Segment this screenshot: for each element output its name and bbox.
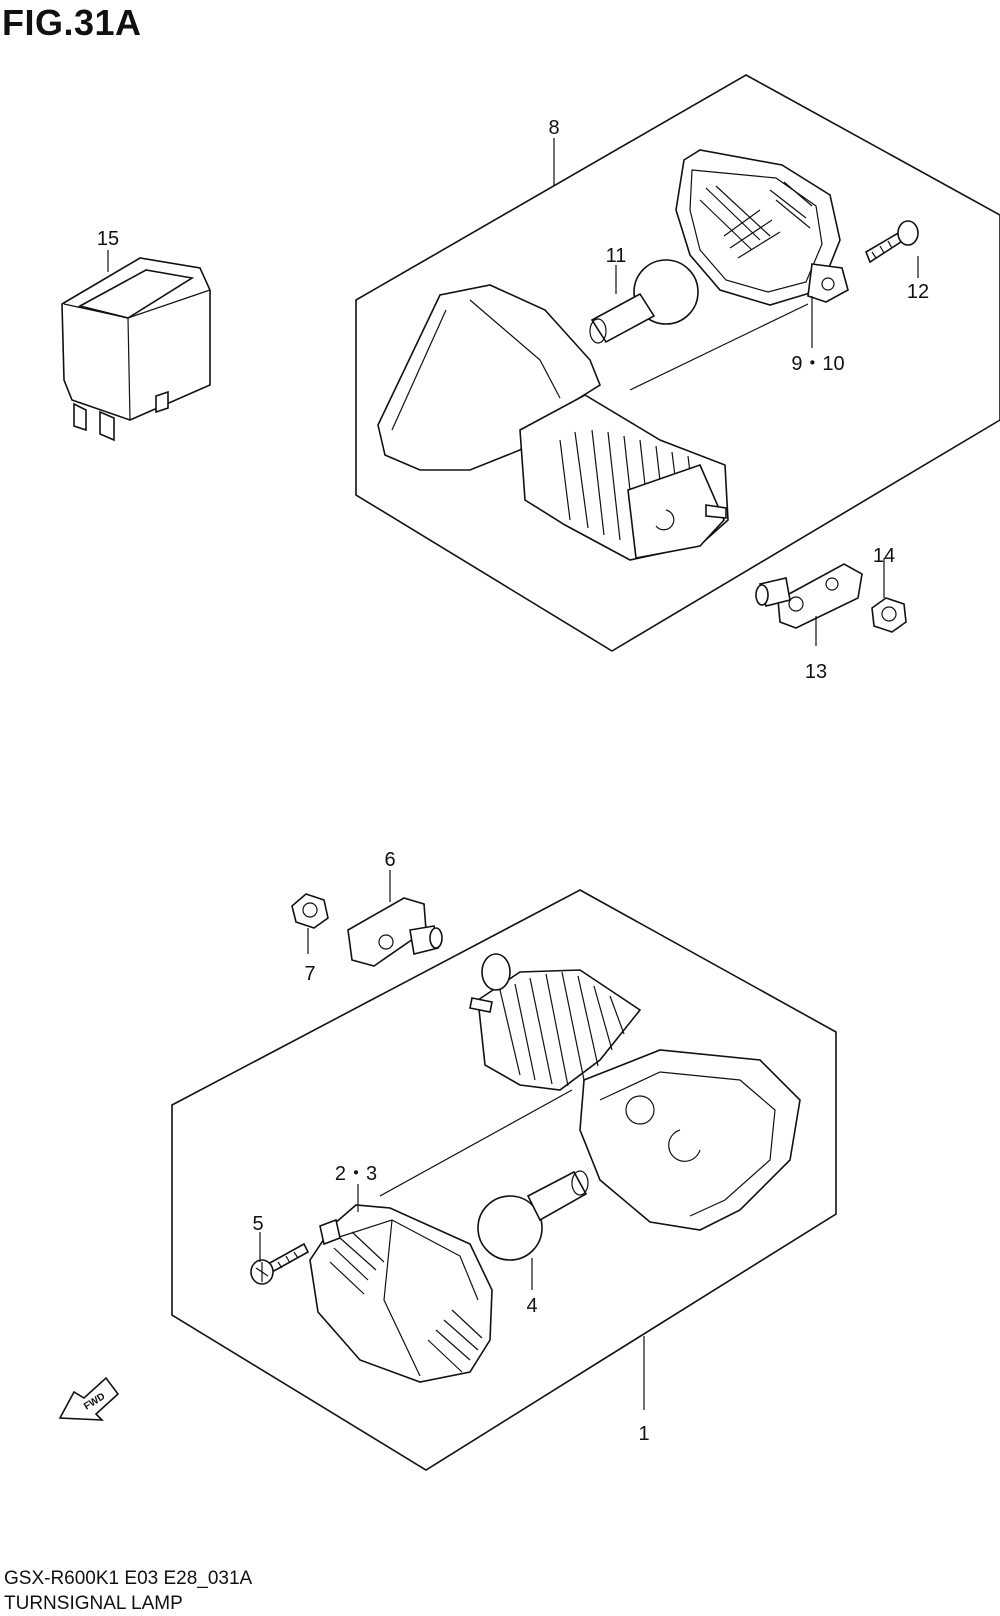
callout-9-10: 9・10 — [791, 353, 844, 375]
lower-bulb — [477, 1170, 589, 1261]
lower-nut — [291, 893, 329, 929]
upper-lamp-body — [377, 284, 729, 561]
figure-title: FIG.31A — [2, 2, 142, 43]
figure-name: TURNSIGNAL LAMP — [4, 1593, 183, 1614]
callout-7: 7 — [304, 963, 315, 985]
callout-2-3: 2・3 — [335, 1163, 377, 1185]
relay-unit — [61, 257, 211, 442]
callout-13: 13 — [805, 661, 827, 683]
lower-assembly-box — [171, 889, 837, 1471]
callout-15: 15 — [97, 228, 119, 250]
lower-screw — [250, 1242, 310, 1285]
callout-1: 1 — [638, 1423, 649, 1445]
callout-14: 14 — [873, 545, 895, 567]
model-code: GSX-R600K1 E03 E28_031A — [4, 1568, 253, 1589]
callout-8: 8 — [548, 117, 559, 139]
callout-12: 12 — [907, 281, 929, 303]
upper-screw — [865, 220, 919, 264]
callout-4: 4 — [526, 1295, 537, 1317]
leader-lines — [107, 138, 919, 1410]
lower-lamp-body — [469, 953, 801, 1231]
callout-6: 6 — [384, 849, 395, 871]
lower-mount-plate — [347, 897, 443, 967]
upper-nut — [871, 597, 907, 633]
upper-lens-housing — [675, 149, 849, 306]
fwd-arrow-icon: FWD — [58, 1376, 120, 1421]
upper-assembly-box — [355, 74, 1000, 652]
callout-11: 11 — [606, 245, 627, 267]
lower-lens — [309, 1204, 493, 1383]
upper-mount-plate — [755, 563, 863, 629]
callout-5: 5 — [252, 1213, 263, 1235]
upper-bulb — [589, 259, 699, 344]
